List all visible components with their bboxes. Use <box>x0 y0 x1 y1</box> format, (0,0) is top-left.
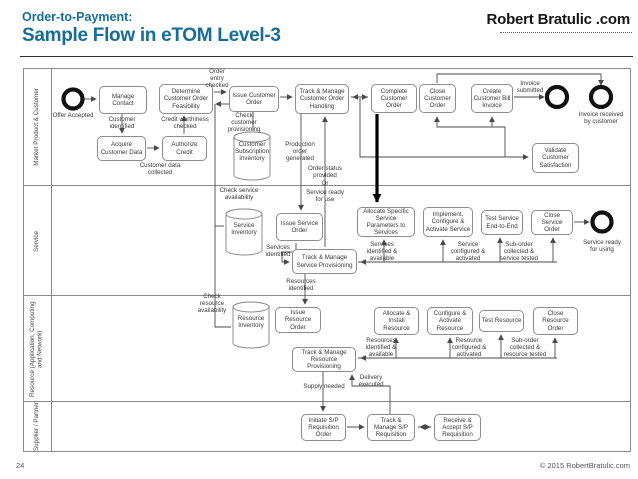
lane-service: Service <box>23 186 52 296</box>
page-number: 24 <box>16 461 25 470</box>
logo-underline <box>500 32 632 33</box>
flow-label-check-customer-provisioning: Check customer provisioning <box>227 112 261 133</box>
task-track-manage-service-provisioning: Track & Manage Service Provisioning <box>292 249 357 274</box>
task-authorize-credit: Authorize Credit <box>162 136 207 161</box>
end-invoice-received <box>588 84 614 110</box>
lane-resource: Resource (Application, Computing and Net… <box>23 296 52 402</box>
page-title: Sample Flow in eTOM Level-3 <box>22 25 281 46</box>
flow-label-order-entry-checked: Order entry checked <box>205 68 229 89</box>
flow-label-customer-identified: Customer identified <box>108 116 136 130</box>
edge-12 <box>359 98 529 160</box>
flow-label-resources-identified-available: Resources identified & available <box>365 337 397 358</box>
task-complete-customer-order: Complete Customer Order <box>371 84 417 113</box>
task-test-service-end-to-end: Test Service End-to-End <box>481 210 523 235</box>
flow-label-service-ready-for-use: Service ready for use <box>306 189 344 203</box>
task-issue-resource-order: Issue Resource Order <box>275 307 321 333</box>
service-inventory-top <box>225 208 263 220</box>
flow-label-check-service-availability: Check service availability <box>219 187 259 201</box>
start-offer-accepted <box>61 87 85 111</box>
flow-label-production-order-generated: Production order generated <box>285 141 315 162</box>
header-rule <box>20 56 633 57</box>
lane-service-row <box>23 186 631 296</box>
task-implement-configure-activate-service: Implement, Configure & Activate Service <box>423 207 473 237</box>
task-create-customer-bill-invoice: Create Customer Bill Invoice <box>471 84 513 113</box>
flow-label-resource-configured-activated: Resource configured & activated <box>451 337 487 358</box>
diagram-frame <box>23 68 631 452</box>
flow-label-sub-order-collected-resource-tested: Sub-order collected & resource tested <box>503 337 547 358</box>
end-invoice-received-label: Invoice received by customer <box>578 111 624 125</box>
flow-label-order-status-provided: Order status provided <box>307 165 343 179</box>
task-track-manage-resource-provisioning: Track & Manage Resource Provisioning <box>292 347 356 372</box>
flow-label-invoice-submitted: Invoice submitted <box>516 80 544 94</box>
task-close-resource-order: Close Resource Order <box>533 307 578 335</box>
copyright-text: © 2015 RobertBratulic.com <box>539 461 630 470</box>
end-invoice-submitted <box>544 84 570 110</box>
lane-supplier-partner: Supplier / Partner <box>23 402 52 452</box>
task-track-manage-customer-order-handling: Track & Manage Customer Order Handling <box>295 84 349 114</box>
task-configure-activate-resource: Configure & Activate Resource <box>427 307 473 335</box>
edge-36 <box>349 374 391 414</box>
task-close-customer-order: Close Customer Order <box>419 84 456 113</box>
edge-11 <box>436 73 604 86</box>
end-service-ready <box>590 210 614 234</box>
lane-market-product-customer: Market Product & Customer <box>23 68 52 186</box>
task-allocate-specific-service-parameters: Allocate Specific Service Parameters to … <box>357 207 415 237</box>
flow-label-supply-needed: Supply needed <box>303 383 345 390</box>
flow-label-check-resource-availability: Check resource availability <box>197 293 227 314</box>
task-determine-customer-order-feasibility: Determine Customer Order Feasibility <box>159 84 213 114</box>
customer-subscription-inventory-top <box>233 131 271 143</box>
flow-label-delivery-executed: Delivery executed <box>358 374 384 388</box>
task-acquire-customer-data: Acquire Customer Data <box>97 136 146 161</box>
start-offer-accepted-label: Offer Accepted <box>52 112 94 119</box>
task-close-service-order: Close Service Order <box>531 210 573 235</box>
task-track-manage-sp-requisition: Track & Manage S/P Requisition <box>367 414 415 441</box>
task-receive-accept-sp-requisition: Receive & Accept S/P Requisition <box>434 414 481 441</box>
edge-13 <box>434 116 506 157</box>
flow-label-services-identified: Services identified <box>265 244 291 258</box>
end-service-ready-label: Service ready for using <box>583 239 621 253</box>
task-validate-customer-satisfaction: Validate Customer Satisfaction <box>532 143 579 173</box>
flow-label-service-configured-activated: Service configured & activated <box>450 241 486 262</box>
flow-label-services-identified-available: Services identified & available <box>366 241 398 262</box>
logo-text: Robert Bratulic .com <box>486 11 630 28</box>
edge-19 <box>214 104 231 328</box>
task-initiate-sp-requisition-order: Initiate S/P Requisition Order <box>301 414 346 441</box>
flow-label-or-connector: Or <box>321 180 329 187</box>
flow-label-resources-identified: Resources identified <box>286 278 316 292</box>
flow-label-customer-data-collected: Customer data collected <box>139 162 181 176</box>
service-inventory-label: Service Inventory <box>231 222 257 236</box>
lane-market-product-customer-row <box>23 68 631 186</box>
flow-label-sub-order-collected-service-tested: Sub-order collected & service tested <box>499 241 539 262</box>
task-manage-contact: Manage Contact <box>99 86 147 114</box>
task-test-resource: Test Resource <box>479 310 524 332</box>
task-issue-service-order: Issue Service Order <box>276 213 323 241</box>
customer-subscription-inventory-label: Customer Subscription Inventory <box>234 141 270 162</box>
flow-label-credit-worthiness-checked: Credit worthiness checked <box>161 116 209 130</box>
title-kicker: Order-to-Payment: <box>22 10 133 24</box>
task-allocate-install-resource: Allocate & Install Resource <box>374 307 419 335</box>
lane-resource-row <box>23 296 631 402</box>
resource-inventory-top <box>232 301 270 313</box>
task-issue-customer-order: Issue Customer Order <box>229 86 279 112</box>
resource-inventory-label: Resource Inventory <box>237 315 265 329</box>
